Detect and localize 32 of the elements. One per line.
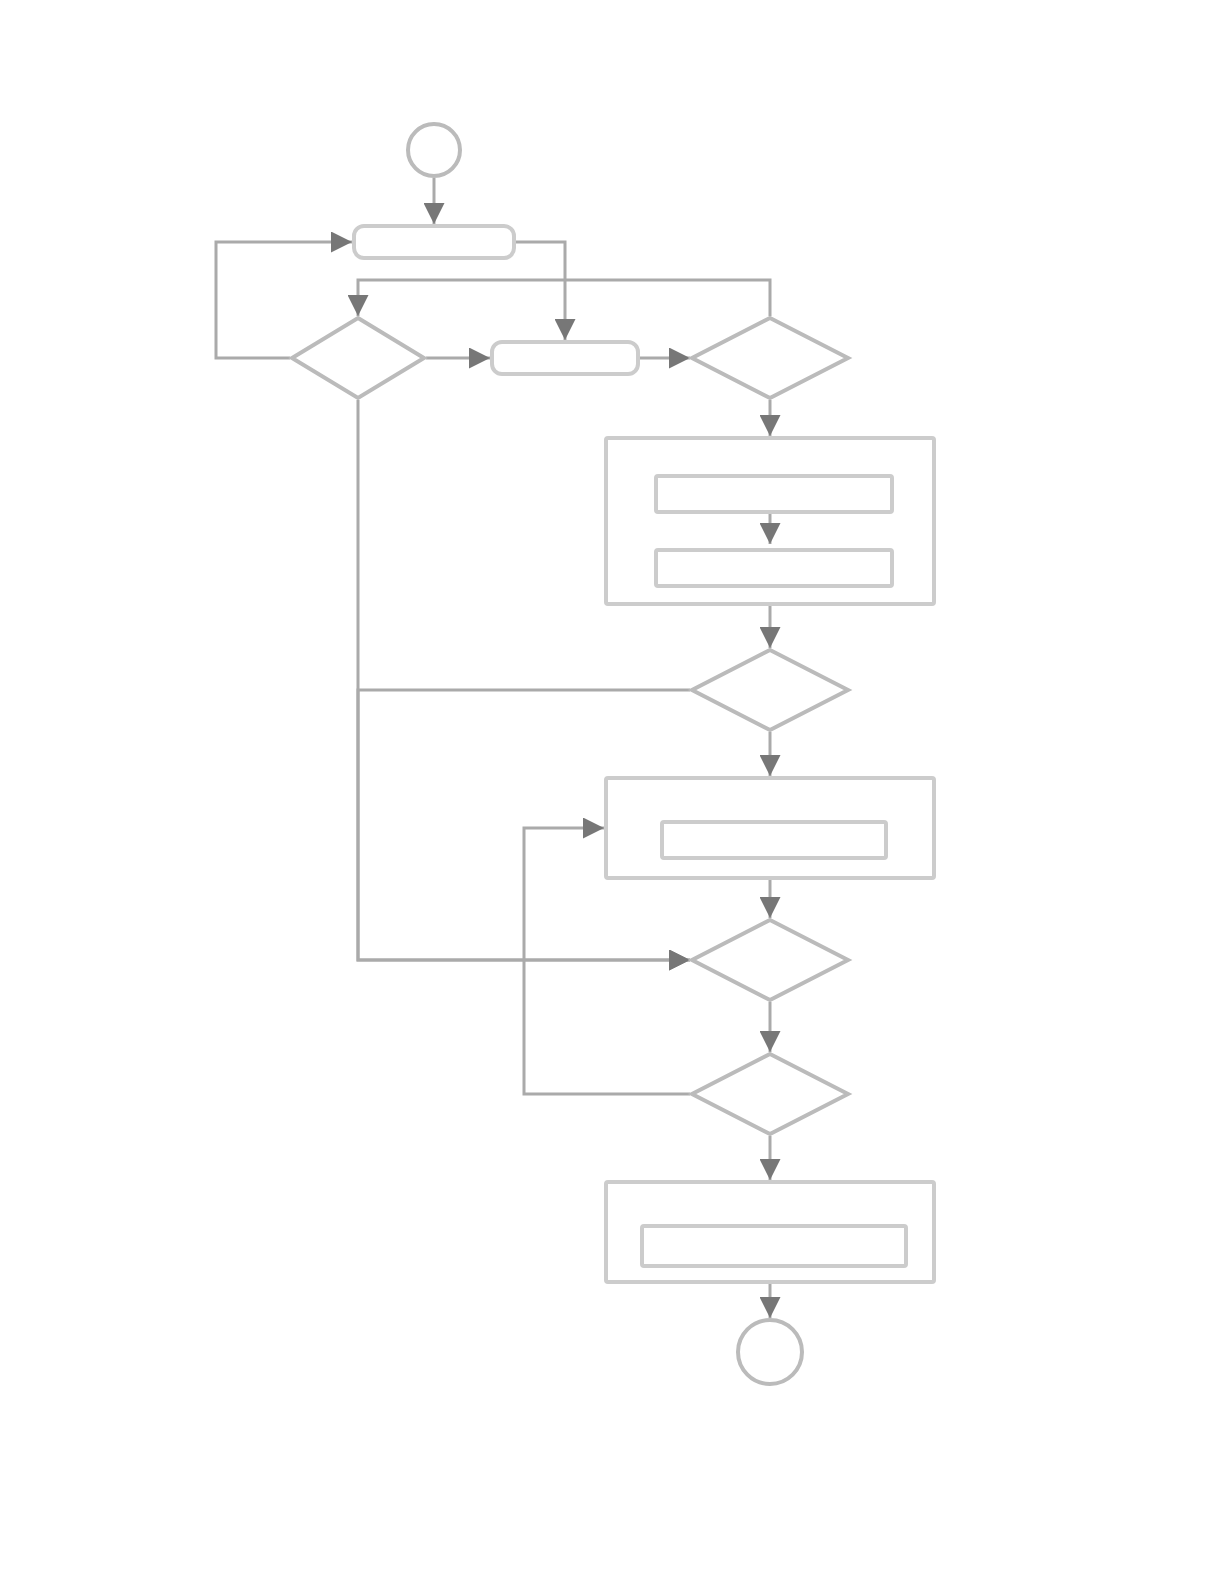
arrow [426,347,490,369]
process-box [654,474,894,514]
terminal-circle [736,1318,804,1386]
arrow [423,178,445,224]
process-box [604,1180,936,1284]
arrow [759,880,781,918]
decision-diamond [690,648,850,732]
process-box [490,340,640,376]
arrow [759,732,781,776]
arrow [759,400,781,436]
process-box [604,436,936,606]
process-box [352,224,516,260]
terminal-circle [406,122,462,178]
arrow [759,510,781,544]
process-box [660,820,888,860]
decision-diamond [690,316,850,400]
process-box [640,1224,908,1268]
decision-diamond [290,316,426,400]
arrow [516,240,576,340]
arrow [356,400,690,971]
arrow [759,1002,781,1052]
arrow [347,278,772,316]
process-box [654,548,894,588]
arrow [522,817,690,1096]
arrow [640,347,690,369]
arrow [759,1284,781,1318]
arrow [759,1136,781,1180]
arrow [759,606,781,648]
decision-diamond [690,1052,850,1136]
arrow [214,231,352,360]
decision-diamond [690,918,850,1002]
process-box [604,776,936,880]
